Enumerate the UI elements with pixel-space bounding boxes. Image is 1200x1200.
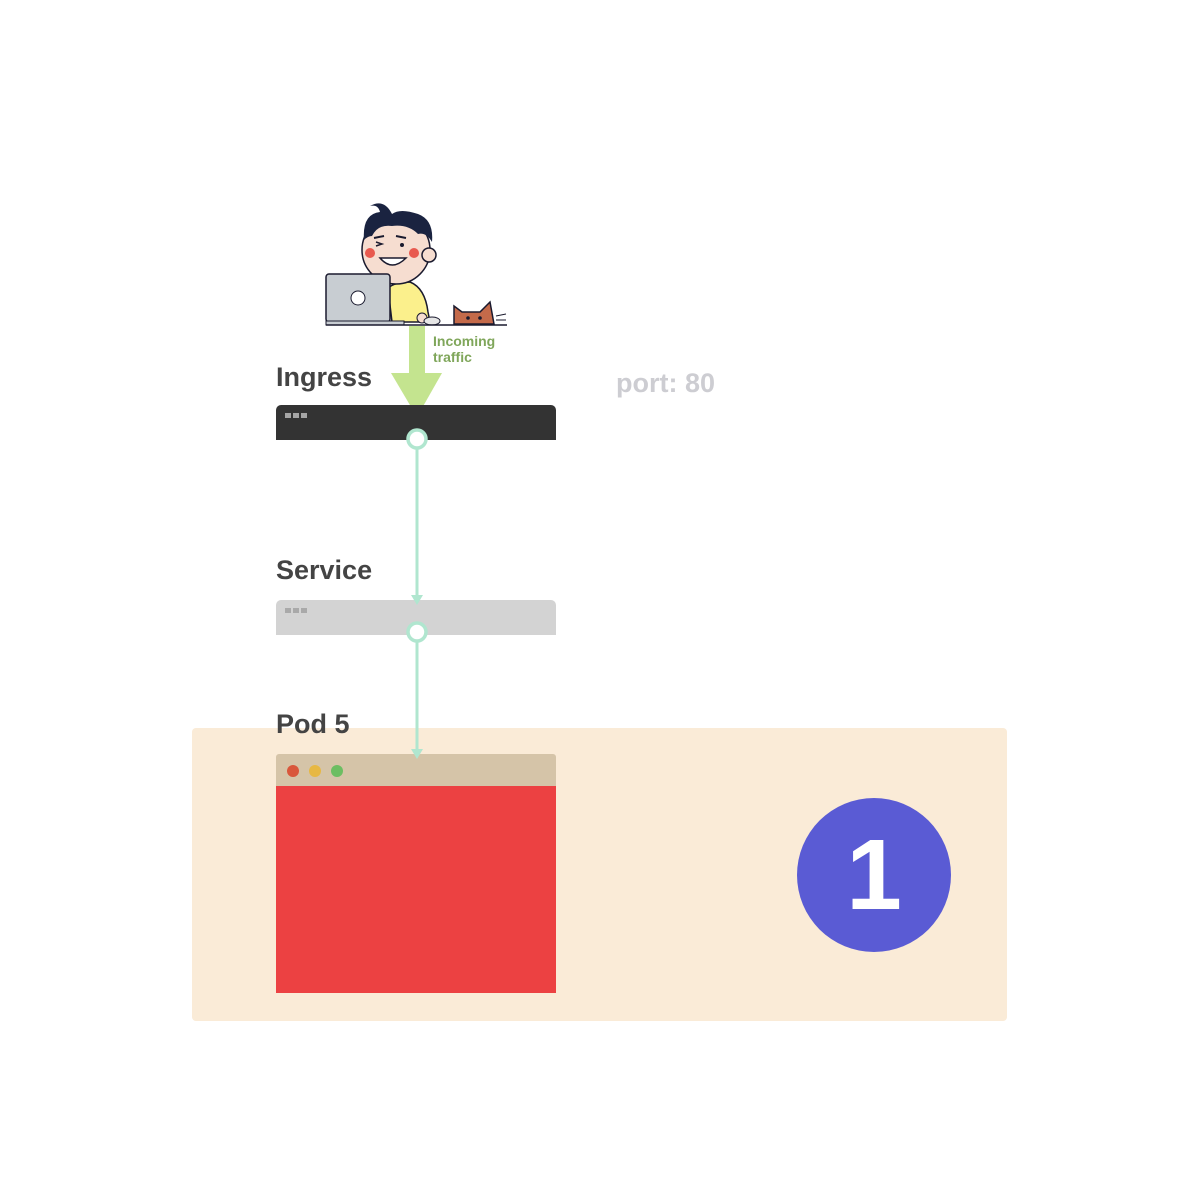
arrowhead-icon	[411, 749, 423, 759]
ingress-port-node	[408, 430, 426, 448]
step-number-badge: 1	[797, 798, 951, 952]
arrowhead-icon	[411, 595, 423, 605]
service-port-node	[408, 623, 426, 641]
